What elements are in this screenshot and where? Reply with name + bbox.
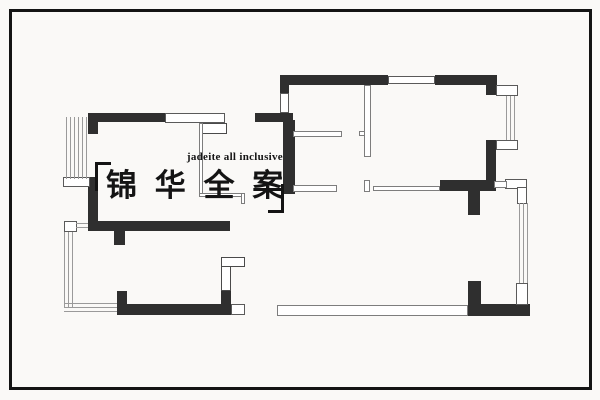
window-bed1-top <box>165 113 225 123</box>
wall-bed1-top-left <box>88 113 166 122</box>
sill-bed2-right <box>231 304 245 315</box>
partition-hall-tick <box>364 180 370 192</box>
wall-center-vertical <box>283 120 295 194</box>
wall-bed3-top-right <box>435 75 497 85</box>
plan-frame <box>9 9 592 390</box>
br-step-vertical <box>517 187 527 204</box>
window-left-glass <box>66 117 87 179</box>
partition-bed3a-h <box>293 131 342 137</box>
wall-bed1-top-right <box>255 113 293 122</box>
wall-right-upper <box>486 75 497 95</box>
window-bed3-top <box>388 76 435 84</box>
bay-window-top-sill <box>496 85 518 96</box>
line-bed1-vertical <box>199 123 203 197</box>
window-bed3-left <box>280 93 289 113</box>
closet-bed1 <box>200 123 227 134</box>
partition-center-v <box>364 85 371 157</box>
sill-bottom-right <box>516 283 528 305</box>
line-bed1-hook <box>241 193 245 204</box>
line-bed1-horizontal <box>199 193 245 197</box>
wall-br-corner-h <box>468 304 530 316</box>
wall-bed1-bottom <box>88 221 230 231</box>
wall-bed2-corner <box>221 287 231 315</box>
wall-bed3-left-upper <box>280 75 289 94</box>
wall-bed3-top-left <box>280 75 388 85</box>
wall-right-mid <box>486 140 496 191</box>
door-panel-flag <box>221 257 245 267</box>
wall-bed3-bottom <box>440 180 496 191</box>
balcony-connector-glass <box>76 223 88 230</box>
wall-living-stub <box>468 191 480 215</box>
wall-bed1-left-upper <box>88 113 98 134</box>
wall-bed2-bottom <box>117 304 231 315</box>
bay-window-bottom-sill <box>496 140 518 150</box>
wall-door-stub <box>114 231 125 245</box>
br-window-glass <box>519 203 528 283</box>
balcony-bottom-glass <box>64 303 117 313</box>
partition-hall-right <box>373 186 440 191</box>
wall-living-bottom-thin <box>277 305 468 316</box>
door-jamb-tick <box>359 131 365 136</box>
wall-bed1-left-lower <box>88 177 98 231</box>
bay-window-glass <box>506 96 518 140</box>
connector-br <box>494 181 507 188</box>
balcony-left-glass <box>64 232 76 307</box>
wall-bed2-left-stub <box>117 291 127 315</box>
partition-hall-left <box>293 185 337 192</box>
